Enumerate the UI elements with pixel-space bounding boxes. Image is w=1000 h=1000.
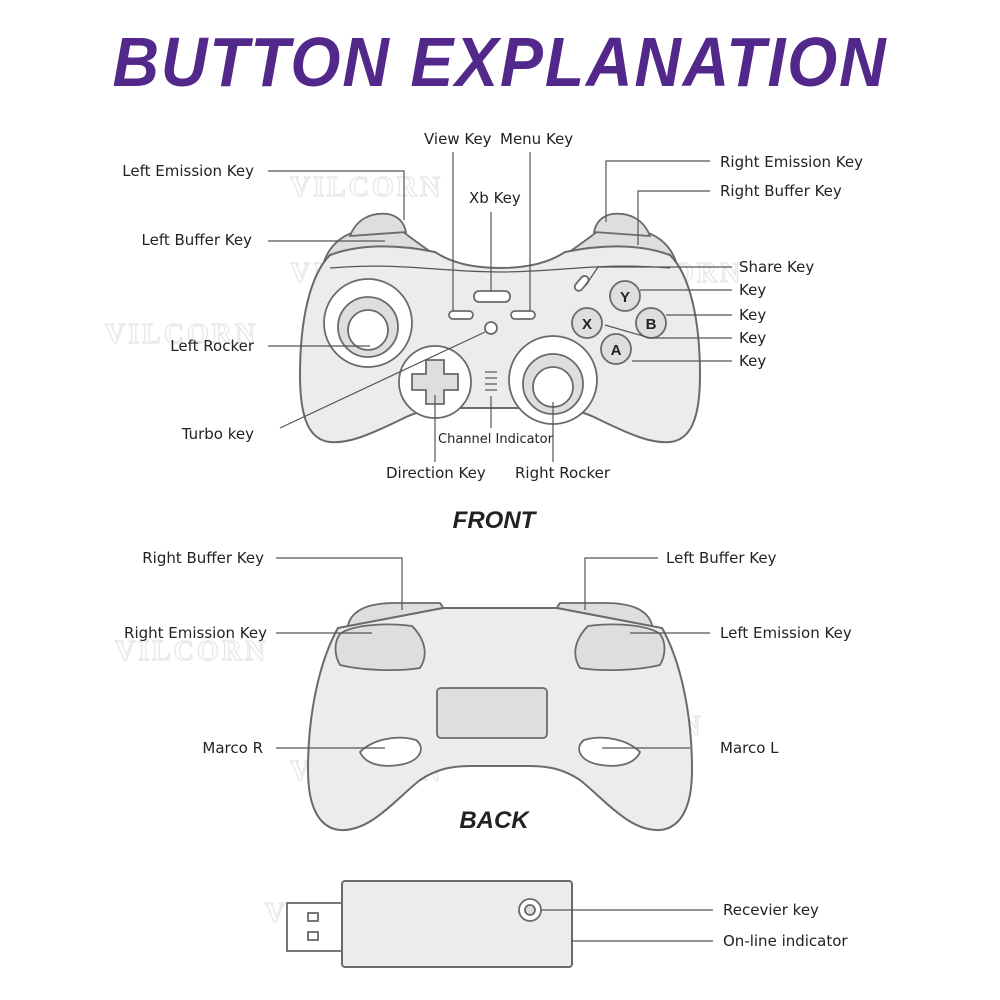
menu-key[interactable]	[510, 310, 536, 320]
b-button-letter: B	[646, 316, 657, 333]
label-channel-indicator: Channel Indicator	[438, 432, 554, 447]
label-right-buffer-key: Right Buffer Key	[720, 182, 842, 200]
dpad-cross	[411, 359, 459, 405]
marco-r-paddle[interactable]	[358, 736, 422, 767]
watermark-text: VILCORN	[115, 636, 268, 667]
b-button[interactable]: B	[635, 307, 667, 339]
a-button[interactable]: A	[600, 333, 632, 365]
page-title: BUTTON EXPLANATION	[112, 23, 888, 101]
left-trigger	[348, 212, 408, 237]
label-xb-key: Xb Key	[469, 189, 521, 207]
label-online-indicator: On-line indicator	[723, 932, 848, 950]
label-back-left-buffer-key: Left Buffer Key	[666, 549, 777, 567]
label-x-key: Key	[739, 329, 766, 347]
label-b-key: Key	[739, 306, 766, 324]
x-button-letter: X	[582, 316, 592, 333]
front-leader-lines	[268, 152, 732, 462]
a-button-letter: A	[611, 342, 622, 359]
label-left-buffer-key: Left Buffer Key	[142, 231, 253, 249]
xb-key[interactable]	[473, 290, 511, 303]
receiver-body	[341, 880, 573, 968]
leader-back-right-buffer	[276, 557, 403, 610]
front-controller: Y X B A	[298, 212, 702, 444]
usb-receiver	[286, 880, 573, 968]
label-left-emission-key: Left Emission Key	[122, 162, 254, 180]
usb-plug	[286, 902, 344, 952]
leader-right-emission	[605, 160, 710, 222]
back-right-emission-shape	[574, 623, 666, 672]
section-label-front: FRONT	[453, 507, 538, 534]
label-receiver-key: Recevier key	[723, 901, 819, 919]
label-share-key: Share Key	[739, 258, 814, 276]
leader-x-key	[604, 324, 732, 339]
front-labels: Left Emission Key Left Buffer Key View K…	[122, 130, 863, 482]
usb-contact-hole	[307, 931, 319, 941]
y-button-cap	[609, 280, 641, 312]
back-labels: Right Buffer Key Left Buffer Key Right E…	[124, 549, 852, 757]
label-view-key: View Key	[424, 130, 492, 148]
leader-left-emission	[268, 170, 405, 220]
turbo-key[interactable]	[484, 321, 498, 335]
right-stick-cap	[532, 366, 574, 408]
usb-contact-hole	[307, 912, 319, 922]
marco-l-paddle[interactable]	[578, 736, 642, 767]
view-key[interactable]	[448, 310, 474, 320]
watermark-text: VILCORN	[105, 319, 258, 350]
label-right-emission-key: Right Emission Key	[720, 153, 863, 171]
top-ridge	[329, 265, 671, 273]
label-turbo-key: Turbo key	[181, 425, 254, 443]
receiver-key-center	[524, 904, 536, 916]
right-trigger	[592, 212, 652, 237]
leader-right-buffer	[637, 190, 710, 245]
leader-back-left-buffer	[584, 557, 658, 610]
label-marco-l: Marco L	[720, 739, 779, 757]
leader-share-key	[585, 266, 732, 286]
y-button-letter: Y	[620, 289, 630, 306]
watermark-text: VILCORN	[290, 172, 443, 203]
label-direction-key: Direction Key	[386, 464, 486, 482]
a-button-cap	[600, 333, 632, 365]
x-button[interactable]: X	[571, 307, 603, 339]
label-a-key: Key	[739, 352, 766, 370]
label-left-rocker: Left Rocker	[170, 337, 255, 355]
label-back-left-emission-key: Left Emission Key	[720, 624, 852, 642]
receiver-labels: Recevier key On-line indicator	[723, 901, 848, 950]
label-marco-r: Marco R	[202, 739, 263, 757]
receiver-leader-lines	[541, 909, 713, 942]
section-label-back: BACK	[459, 807, 530, 834]
x-button-cap	[571, 307, 603, 339]
left-stick-cap	[347, 309, 389, 351]
label-back-right-buffer-key: Right Buffer Key	[142, 549, 264, 567]
back-left-emission-shape	[334, 623, 426, 672]
back-controller	[306, 602, 694, 832]
share-key[interactable]	[573, 274, 590, 292]
back-leader-lines	[276, 557, 710, 749]
label-menu-key: Menu Key	[500, 130, 573, 148]
leader-turbo-key	[279, 331, 486, 429]
y-button[interactable]: Y	[609, 280, 641, 312]
channel-indicator	[485, 371, 497, 391]
battery-cover	[436, 687, 548, 739]
label-back-right-emission-key: Right Emission Key	[124, 624, 267, 642]
label-right-rocker: Right Rocker	[515, 464, 611, 482]
label-y-key: Key	[739, 281, 766, 299]
